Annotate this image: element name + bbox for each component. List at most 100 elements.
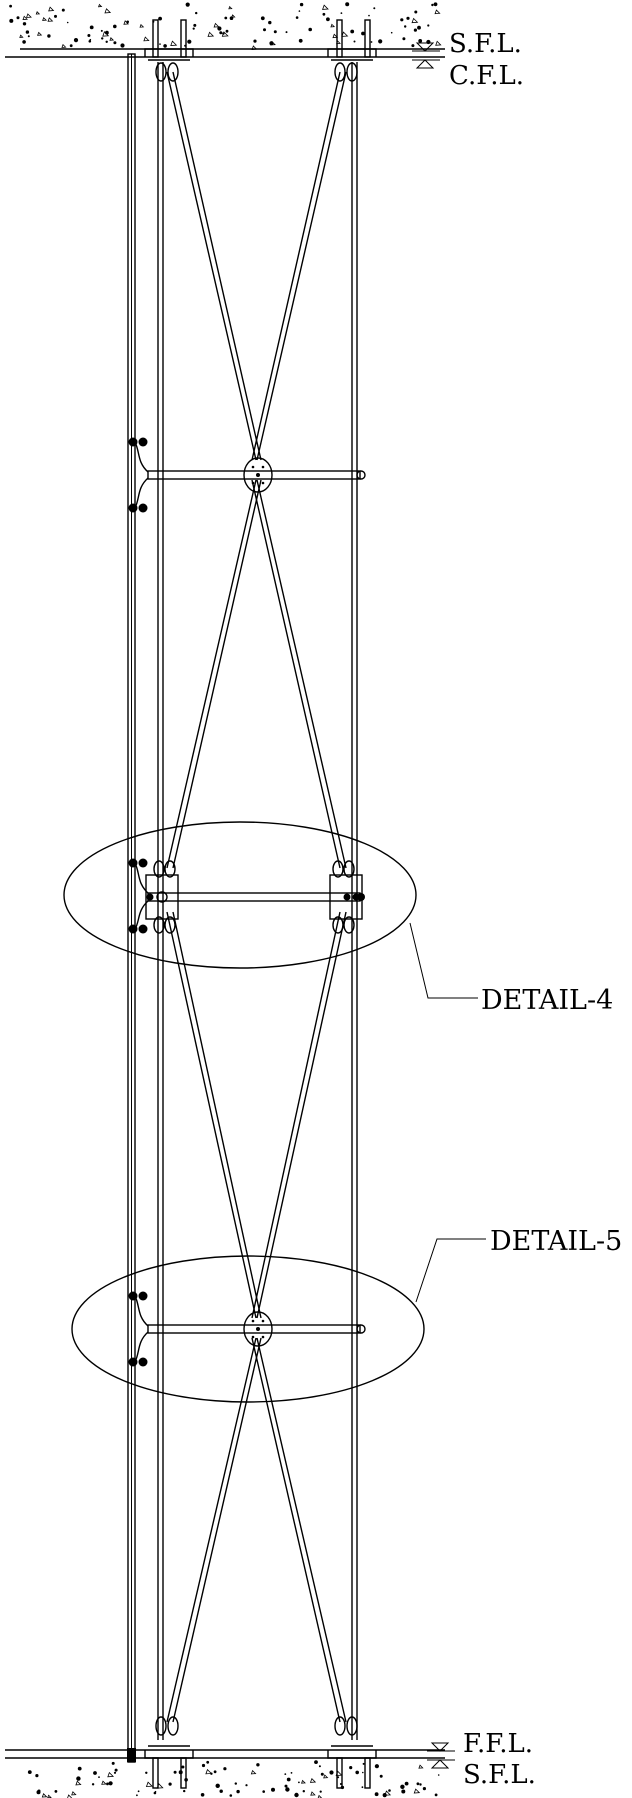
clamp-upper [128,437,148,513]
aggregate-speck [123,20,130,25]
lower-cross-brace [166,911,347,1723]
aggregate-speck [143,36,150,42]
aggregate-speck [213,1770,217,1774]
aggregate-speck [295,16,299,19]
top-level-markers: S.F.L. C.F.L. [412,29,524,91]
top-slab-aggregate [9,2,442,50]
aggregate-speck [163,44,167,48]
upper-horizontal-strut [134,441,366,509]
aggregate-speck [25,13,32,18]
aggregate-speck [404,1781,409,1786]
aggregate-speck [219,31,223,35]
aggregate-speck [329,1770,334,1775]
aggregate-speck [253,39,257,43]
aggregate-speck [298,10,301,12]
cfl-label: C.F.L. [449,61,524,91]
aggregate-speck [47,17,54,22]
aggregate-speck [322,4,329,10]
aggregate-speck [156,1783,164,1789]
aggregate-speck [27,1770,32,1774]
aggregate-speck [362,1771,364,1774]
sfl-top-label: S.F.L. [449,29,522,59]
detail-4-leader [409,922,478,999]
aggregate-speck [427,24,430,27]
aggregate-speck [145,1771,148,1775]
aggregate-speck [35,1774,39,1778]
aggregate-speck [42,17,48,21]
detail-4-label: DETAIL-4 [481,985,613,1016]
aggregate-speck [187,39,192,44]
aggregate-speck [185,2,190,7]
aggregate-speck [299,2,304,7]
aggregate-speck [61,8,65,12]
cfl-marker-icon [415,59,435,69]
aggregate-speck [206,1760,210,1764]
aggregate-speck [345,2,350,7]
aggregate-speck [19,34,24,38]
aggregate-speck [330,23,336,28]
aggregate-speck [67,1794,73,1798]
aggregate-speck [322,12,326,16]
aggregate-speck [113,24,117,29]
aggregate-speck [89,25,94,30]
aggregate-speck [308,27,313,32]
aggregate-speck [419,1783,422,1786]
clamp-lower [128,1291,148,1367]
aggregate-speck [219,1789,223,1793]
aggregate-speck [223,1767,227,1771]
aggregate-speck [193,23,197,27]
detail-5-leader [415,1238,486,1303]
aggregate-speck [37,1789,41,1793]
aggregate-speck [314,1760,318,1764]
aggregate-speck [414,10,418,14]
aggregate-speck [159,43,161,45]
aggregate-speck [101,37,104,40]
sfl-top-marker-icon [415,42,435,52]
bottom-concrete-slab [5,1749,445,1798]
aggregate-speck [374,1792,379,1797]
aggregate-speck [105,40,108,43]
aggregate-speck [104,8,112,14]
aggregate-speck [434,1793,438,1797]
aggregate-speck [413,1788,421,1794]
aggregate-speck [434,9,441,15]
detail-5-label: DETAIL-5 [490,1226,622,1257]
aggregate-speck [270,40,276,46]
aggregate-speck [300,1779,306,1784]
aggregate-speck [437,1774,440,1776]
aggregate-speck [340,1785,345,1790]
aggregate-speck [368,14,370,17]
aggregate-speck [418,1764,424,1769]
aggregate-speck [298,1781,300,1784]
aggregate-speck [413,28,417,32]
aggregate-speck [183,1789,186,1793]
aggregate-speck [22,22,27,26]
mid-connection-left [145,860,179,934]
aggregate-speck [215,1783,220,1789]
aggregate-speck [384,1790,392,1796]
aggregate-speck [379,1774,383,1778]
aggregate-speck [373,7,376,10]
bottom-clevises [155,1716,358,1736]
aggregate-speck [168,1782,172,1786]
ffl-marker-icon [430,1742,450,1752]
aggregate-speck [285,1787,290,1792]
aggregate-speck [22,40,26,44]
aggregate-speck [69,44,73,48]
detail-5-boundary [71,1255,425,1403]
aggregate-speck [178,1770,183,1775]
aggregate-speck [417,25,421,30]
aggregate-speck [22,15,28,20]
aggregate-speck [170,40,178,46]
aggregate-speck [388,1789,391,1792]
aggregate-speck [411,17,419,24]
aggregate-speck [184,1778,188,1782]
aggregate-speck [284,1784,288,1788]
aggregate-speck [236,1789,240,1794]
aggregate-speck [418,39,423,43]
aggregate-speck [114,1768,118,1772]
aggregate-speck [422,1787,426,1791]
aggregate-speck [309,1777,317,1783]
top-clevises [155,62,358,82]
